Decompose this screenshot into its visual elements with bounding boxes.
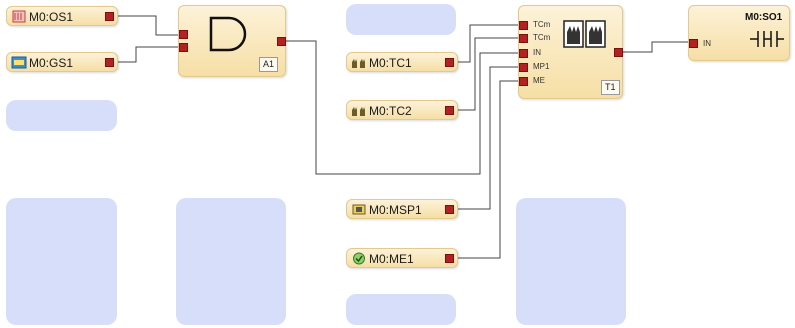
gate-switch-icon [11, 56, 27, 69]
port-label: ME [533, 76, 545, 85]
input-port-mp1[interactable] [519, 63, 528, 72]
output-port[interactable] [105, 58, 114, 67]
wire [622, 41, 690, 53]
port-label: MP1 [533, 62, 550, 71]
two-hand-control-icon [352, 59, 365, 68]
block-tag: A1 [259, 57, 279, 72]
input-label: M0:TC2 [369, 104, 412, 118]
output-port[interactable] [445, 254, 454, 263]
input-block-msp1[interactable]: M0:MSP1 [346, 199, 458, 219]
input-label: M0:ME1 [369, 252, 414, 266]
output-port[interactable] [445, 58, 454, 67]
output-block-so1[interactable]: M0:SO1 IN [688, 5, 790, 61]
input-port-in[interactable] [689, 39, 698, 48]
input-port-in[interactable] [519, 49, 528, 58]
empty-slot [516, 198, 626, 325]
and-function-block[interactable]: A1 [178, 5, 286, 77]
wire [456, 66, 520, 210]
input-label: M0:MSP1 [369, 203, 422, 217]
input-block-tc1[interactable]: M0:TC1 [346, 52, 458, 72]
muting-switch-icon [352, 204, 366, 215]
and-gate-icon [209, 16, 247, 52]
two-hand-control-icon [352, 107, 365, 116]
block-tag: T1 [601, 80, 620, 95]
wire [456, 24, 520, 63]
wire [456, 80, 520, 259]
wire [116, 46, 180, 63]
input-port[interactable] [179, 43, 188, 52]
input-label: M0:OS1 [29, 10, 74, 24]
input-block-gs1[interactable]: M0:GS1 [6, 52, 118, 72]
port-label: TCm [533, 33, 551, 42]
empty-slot [176, 198, 286, 325]
wire [456, 37, 520, 111]
output-port[interactable] [614, 48, 623, 57]
port-label: TCm [533, 20, 551, 29]
empty-slot [6, 100, 117, 131]
input-port-me[interactable] [519, 77, 528, 86]
input-port-tcm2[interactable] [519, 34, 528, 43]
port-label: IN [533, 48, 541, 57]
muting-function-block[interactable]: TCm TCm IN MP1 ME T1 [518, 5, 623, 99]
input-block-tc2[interactable]: M0:TC2 [346, 100, 458, 120]
input-port[interactable] [179, 30, 188, 39]
empty-slot [346, 4, 456, 35]
two-hand-icon [563, 20, 606, 48]
safety-relay-icon [750, 31, 784, 47]
empty-slot [346, 294, 456, 325]
output-port[interactable] [445, 205, 454, 214]
output-port[interactable] [105, 12, 114, 21]
optical-sensor-icon [12, 10, 26, 23]
output-block-title: M0:SO1 [745, 12, 783, 23]
input-block-os1[interactable]: M0:OS1 [6, 6, 118, 26]
port-label: IN [703, 39, 711, 48]
muting-enable-icon [353, 252, 365, 265]
input-label: M0:TC1 [369, 56, 412, 70]
output-port[interactable] [445, 106, 454, 115]
empty-slot [6, 198, 117, 325]
wire [286, 40, 520, 175]
wire [116, 15, 180, 36]
output-port[interactable] [277, 37, 286, 46]
input-block-me1[interactable]: M0:ME1 [346, 248, 458, 268]
input-label: M0:GS1 [29, 56, 74, 70]
input-port-tcm1[interactable] [519, 21, 528, 30]
